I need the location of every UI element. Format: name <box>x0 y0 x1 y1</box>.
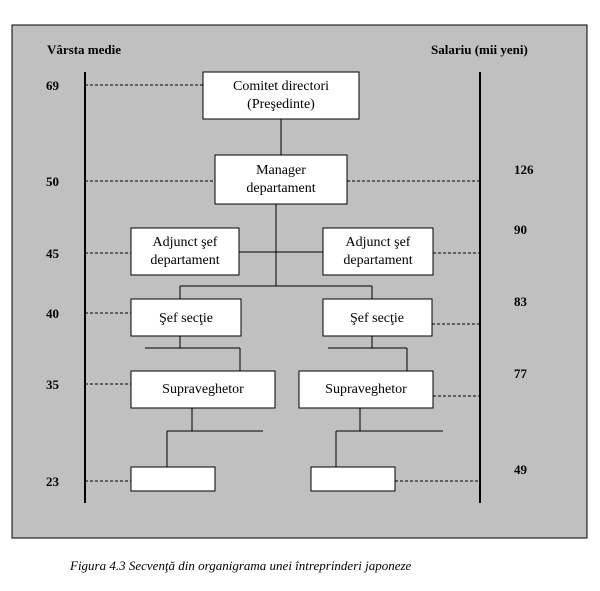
salary-tick-77: 77 <box>514 366 528 381</box>
salary-tick-49: 49 <box>514 462 528 477</box>
box-section-left-label: Şef secţie <box>159 311 213 326</box>
box-section-left: Şef secţie <box>130 298 242 337</box>
box-supervisor-right-frame <box>298 370 434 409</box>
age-tick-50: 50 <box>46 174 59 189</box>
age-tick-23: 23 <box>46 474 60 489</box>
box-supervisor-right-label: Supraveghetor <box>325 382 407 397</box>
box-deputy-left-frame <box>130 227 240 276</box>
box-deputy-right-line-1: Adjunct şef <box>346 235 411 250</box>
box-worker-left-frame <box>130 466 216 492</box>
box-supervisor-left-frame <box>130 370 276 409</box>
box-worker-right-frame <box>310 466 396 492</box>
box-deputy-right-line-2: departament <box>343 253 412 268</box>
left-level-guides <box>85 84 215 482</box>
salary-tick-90: 90 <box>514 222 527 237</box>
salary-tick-126: 126 <box>514 162 534 177</box>
box-supervisor-left: Supraveghetor <box>130 370 276 409</box>
box-board-line-2: (Preşedinte) <box>247 97 315 112</box>
age-tick-69: 69 <box>46 78 60 93</box>
box-supervisor-right: Supraveghetor <box>298 370 434 409</box>
age-tick-45: 45 <box>46 246 60 261</box>
box-deputy-right-frame <box>322 227 434 276</box>
box-worker-left <box>130 466 216 492</box>
box-deputy-left-line-1: Adjunct şef <box>153 235 218 250</box>
box-section-right-label: Şef secţie <box>350 311 404 326</box>
age-tick-40: 40 <box>46 306 59 321</box>
box-section-right: Şef secţie <box>322 298 433 337</box>
right-axis-title: Salariu (mii yeni) <box>431 42 528 57</box>
box-manager-frame <box>214 154 348 205</box>
connectors <box>145 119 443 467</box>
box-section-right-frame <box>322 298 433 337</box>
box-deputy-right: Adjunct şef departament <box>322 227 434 276</box>
box-manager: Manager departament <box>214 154 348 205</box>
box-board: Comitet directori (Preşedinte) <box>202 71 360 120</box>
box-deputy-left: Adjunct şef departament <box>130 227 240 276</box>
box-supervisor-left-label: Supraveghetor <box>162 382 244 397</box>
age-tick-35: 35 <box>46 377 60 392</box>
salary-tick-83: 83 <box>514 294 528 309</box>
left-axis-title: Vârsta medie <box>47 42 121 57</box>
box-deputy-left-line-2: departament <box>150 253 219 268</box>
box-section-left-frame <box>130 298 242 337</box>
figure-caption: Figura 4.3 Secvenţă din organigrama unei… <box>70 558 412 573</box>
box-manager-line-2: departament <box>246 181 315 196</box>
box-manager-line-1: Manager <box>256 163 306 178</box>
right-level-guides <box>347 180 480 482</box>
box-board-frame <box>202 71 360 120</box>
box-board-line-1: Comitet directori <box>233 79 329 94</box>
box-worker-right <box>310 466 396 492</box>
